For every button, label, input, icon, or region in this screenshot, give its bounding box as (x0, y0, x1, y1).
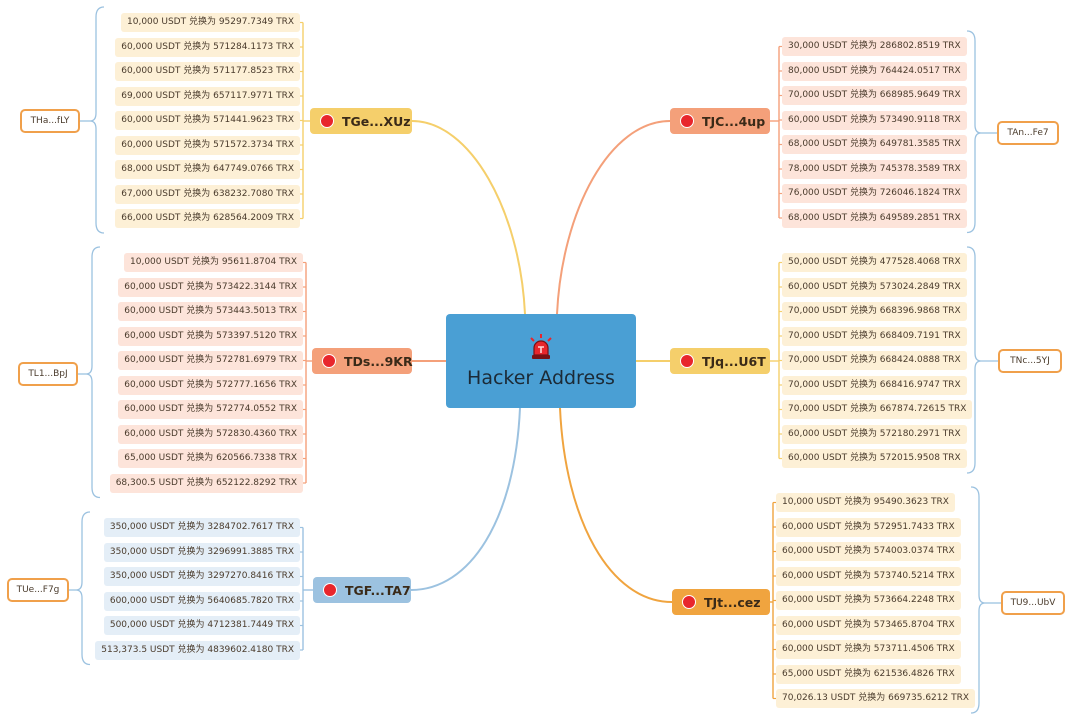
transfer-leaf[interactable]: 70,000 USDT 兑换为 668416.9747 TRX (782, 375, 967, 395)
transfer-leaf[interactable]: 60,000 USDT 兑换为 573711.4506 TRX (776, 640, 961, 659)
wallet-node-b6[interactable]: TU9...UbV (1001, 591, 1065, 615)
transfer-leaf[interactable]: 60,000 USDT 兑换为 573443.5013 TRX (118, 302, 303, 321)
transfer-leaf[interactable]: 50,000 USDT 兑换为 477528.4068 TRX (782, 253, 967, 272)
transfer-leaf[interactable]: 70,000 USDT 兑换为 668396.9868 TRX (782, 302, 967, 321)
connector-line (556, 120, 671, 315)
connector-line (75, 511, 91, 666)
transfer-leaf[interactable]: 350,000 USDT 兑换为 3296991.3885 TRX (103, 542, 300, 562)
transfer-leaf[interactable]: 60,000 USDT 兑换为 573664.2248 TRX (776, 591, 961, 610)
connector-line (966, 30, 982, 234)
transfer-leaf[interactable]: 78,000 USDT 兑换为 745378.3589 TRX (782, 159, 967, 179)
wallet-label: THa...fLY (30, 116, 70, 126)
wallet-node-b3[interactable]: TUe...F7g (7, 578, 69, 602)
transfer-leaf[interactable]: 70,000 USDT 兑换为 668424.0888 TRX (782, 351, 967, 370)
transfer-leaf[interactable]: 68,000 USDT 兑换为 649781.3585 TRX (782, 135, 967, 154)
transfer-leaf[interactable]: 66,000 USDT 兑换为 628564.2009 TRX (115, 209, 300, 228)
wallet-node-b4[interactable]: TAn...Fe7 (997, 121, 1059, 145)
siren-icon (530, 334, 552, 359)
transfer-leaf[interactable]: 68,000 USDT 兑换为 647749.0766 TRX (115, 160, 300, 179)
transfer-leaf[interactable]: 65,000 USDT 兑换为 621536.4826 TRX (776, 664, 961, 684)
branch-node-b3[interactable]: TGF...TA7 (313, 577, 411, 603)
transfer-leaf[interactable]: 10,000 USDT 兑换为 95297.7349 TRX (121, 13, 300, 32)
connector-line (411, 120, 526, 315)
transfer-leaf[interactable]: 70,000 USDT 兑换为 667874.72615 TRX (782, 400, 973, 419)
branch-label: TJC...4up (702, 113, 766, 129)
transfer-leaf[interactable]: 60,000 USDT 兑换为 572774.0552 TRX (118, 400, 303, 419)
transfer-leaf[interactable]: 76,000 USDT 兑换为 726046.1824 TRX (782, 184, 967, 203)
wallet-node-b2[interactable]: TL1...BpJ (18, 362, 78, 386)
transfer-leaf[interactable]: 60,000 USDT 兑换为 574003.0374 TRX (776, 542, 961, 561)
transfer-leaf[interactable]: 60,000 USDT 兑换为 572777.1656 TRX (118, 375, 303, 395)
alert-dot-icon (320, 114, 334, 128)
wallet-label: TU9...UbV (1010, 598, 1056, 608)
branch-node-b5[interactable]: TJq...U6T (670, 348, 770, 374)
alert-dot-icon (322, 354, 336, 368)
transfer-leaf[interactable]: 500,000 USDT 兑换为 4712381.7449 TRX (103, 616, 300, 635)
transfer-leaf[interactable]: 10,000 USDT 兑换为 95611.8704 TRX (124, 253, 303, 272)
transfer-leaf[interactable]: 65,000 USDT 兑换为 620566.7338 TRX (118, 449, 303, 468)
wallet-label: TNc...5YJ (1010, 356, 1050, 366)
transfer-leaf[interactable]: 60,000 USDT 兑换为 572830.4360 TRX (118, 424, 303, 444)
branch-label: TGF...TA7 (345, 582, 411, 598)
wallet-label: TUe...F7g (16, 585, 60, 595)
wallet-label: TL1...BpJ (28, 369, 68, 379)
transfer-leaf[interactable]: 60,000 USDT 兑换为 571441.9623 TRX (115, 111, 300, 130)
transfer-leaf[interactable]: 69,000 USDT 兑换为 657117.9771 TRX (115, 86, 300, 106)
transfer-leaf[interactable]: 60,000 USDT 兑换为 573465.8704 TRX (776, 615, 961, 635)
transfer-leaf[interactable]: 60,000 USDT 兑换为 571572.3734 TRX (115, 135, 300, 155)
connector-line (85, 246, 101, 499)
connector-line (559, 407, 673, 603)
transfer-leaf[interactable]: 30,000 USDT 兑换为 286802.8519 TRX (782, 37, 967, 56)
connector-line (410, 407, 521, 591)
branch-label: TGe...XUz (342, 113, 411, 129)
branch-node-b6[interactable]: TJt...cez (672, 589, 770, 615)
branch-label: TDs...9KR (344, 353, 413, 369)
transfer-leaf[interactable]: 70,026.13 USDT 兑换为 669735.6212 TRX (776, 689, 976, 708)
transfer-leaf[interactable]: 70,000 USDT 兑换为 668409.7191 TRX (782, 326, 967, 346)
transfer-leaf[interactable]: 350,000 USDT 兑换为 3284702.7617 TRX (103, 518, 300, 537)
transfer-leaf[interactable]: 10,000 USDT 兑换为 95490.3623 TRX (776, 493, 955, 512)
hacker-address-node[interactable]: Hacker Address (446, 314, 636, 408)
transfer-leaf[interactable]: 60,000 USDT 兑换为 573740.5214 TRX (776, 566, 961, 586)
branch-node-b1[interactable]: TGe...XUz (310, 108, 412, 134)
alert-dot-icon (680, 354, 694, 368)
transfer-leaf[interactable]: 60,000 USDT 兑换为 573422.3144 TRX (118, 277, 303, 297)
transfer-leaf[interactable]: 60,000 USDT 兑换为 573397.5120 TRX (118, 326, 303, 346)
transfer-leaf[interactable]: 60,000 USDT 兑换为 572015.9508 TRX (782, 449, 967, 468)
branch-node-b2[interactable]: TDs...9KR (312, 348, 413, 374)
wallet-label: TAn...Fe7 (1007, 128, 1049, 138)
wallet-node-b5[interactable]: TNc...5YJ (998, 349, 1062, 373)
transfer-leaf[interactable]: 68,000 USDT 兑换为 649589.2851 TRX (782, 208, 967, 228)
alert-dot-icon (682, 595, 696, 609)
connector-line (89, 6, 105, 234)
branch-node-b4[interactable]: TJC...4up (670, 108, 770, 134)
connector-line (970, 486, 986, 714)
connector-line (966, 246, 982, 474)
transfer-leaf[interactable]: 60,000 USDT 兑换为 571284.1173 TRX (115, 37, 300, 57)
transfer-leaf[interactable]: 60,000 USDT 兑换为 573024.2849 TRX (782, 277, 967, 297)
transfer-leaf[interactable]: 350,000 USDT 兑换为 3297270.8416 TRX (103, 567, 300, 586)
transfer-leaf[interactable]: 60,000 USDT 兑换为 572180.2971 TRX (782, 424, 967, 444)
transfer-leaf[interactable]: 60,000 USDT 兑换为 571177.8523 TRX (115, 62, 300, 81)
transfer-leaf[interactable]: 70,000 USDT 兑换为 668985.9649 TRX (782, 86, 967, 105)
transfer-leaf[interactable]: 80,000 USDT 兑换为 764424.0517 TRX (782, 61, 967, 81)
transfer-leaf[interactable]: 513,373.5 USDT 兑换为 4839602.4180 TRX (95, 640, 300, 660)
transfer-leaf[interactable]: 67,000 USDT 兑换为 638232.7080 TRX (115, 184, 300, 204)
transfer-leaf[interactable]: 60,000 USDT 兑换为 573490.9118 TRX (782, 110, 967, 130)
transfer-leaf[interactable]: 60,000 USDT 兑换为 572781.6979 TRX (118, 351, 303, 370)
branch-label: TJq...U6T (702, 353, 766, 369)
alert-dot-icon (323, 583, 337, 597)
alert-dot-icon (680, 114, 694, 128)
transfer-leaf[interactable]: 68,300.5 USDT 兑换为 652122.8292 TRX (109, 473, 303, 493)
branch-label: TJt...cez (704, 594, 761, 610)
wallet-node-b1[interactable]: THa...fLY (20, 109, 80, 133)
transfer-leaf[interactable]: 60,000 USDT 兑换为 572951.7433 TRX (776, 517, 961, 537)
center-title: Hacker Address (467, 367, 615, 389)
transfer-leaf[interactable]: 600,000 USDT 兑换为 5640685.7820 TRX (103, 591, 300, 611)
